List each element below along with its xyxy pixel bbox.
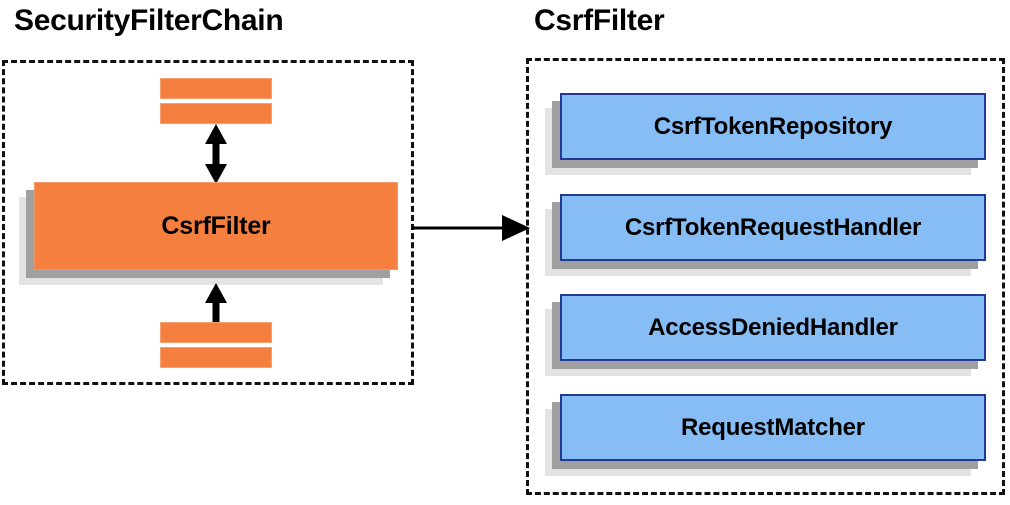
upper-double-arrow-icon bbox=[205, 124, 227, 184]
upper-bar-2 bbox=[160, 103, 272, 124]
collaborator-label: CsrfTokenRepository bbox=[653, 112, 893, 140]
csrffilter-node[interactable]: CsrfFilter bbox=[19, 182, 398, 285]
securityfilterchain-container bbox=[2, 60, 414, 385]
collaborator-node-csrftokenrepository[interactable]: CsrfTokenRepository bbox=[545, 93, 986, 175]
securityfilterchain-title: SecurityFilterChain bbox=[14, 4, 284, 37]
upper-bar-1 bbox=[160, 78, 272, 99]
csrffilter-node-label: CsrfFilter bbox=[161, 211, 271, 240]
chain-to-csrffilter-arrow-icon bbox=[412, 215, 530, 241]
collaborator-face: CsrfTokenRequestHandler bbox=[560, 194, 986, 261]
collaborator-node-requestmatcher[interactable]: RequestMatcher bbox=[545, 394, 986, 476]
csrffilter-title: CsrfFilter bbox=[534, 4, 665, 37]
collaborator-face: CsrfTokenRepository bbox=[560, 93, 986, 160]
collaborator-label: RequestMatcher bbox=[681, 413, 865, 441]
collaborator-label: CsrfTokenRequestHandler bbox=[624, 213, 922, 241]
collaborator-node-accessdeniedhandler[interactable]: AccessDeniedHandler bbox=[545, 294, 986, 376]
lower-bar-2 bbox=[160, 347, 272, 368]
csrffilter-node-face: CsrfFilter bbox=[34, 182, 398, 270]
lower-bar-1 bbox=[160, 322, 272, 343]
collaborator-node-csrftokenrequesthandler[interactable]: CsrfTokenRequestHandler bbox=[545, 194, 986, 276]
collaborator-label: AccessDeniedHandler bbox=[648, 313, 898, 341]
collaborator-face: AccessDeniedHandler bbox=[560, 294, 986, 361]
collaborator-face: RequestMatcher bbox=[560, 394, 986, 461]
csrffilter-container bbox=[526, 58, 1005, 495]
